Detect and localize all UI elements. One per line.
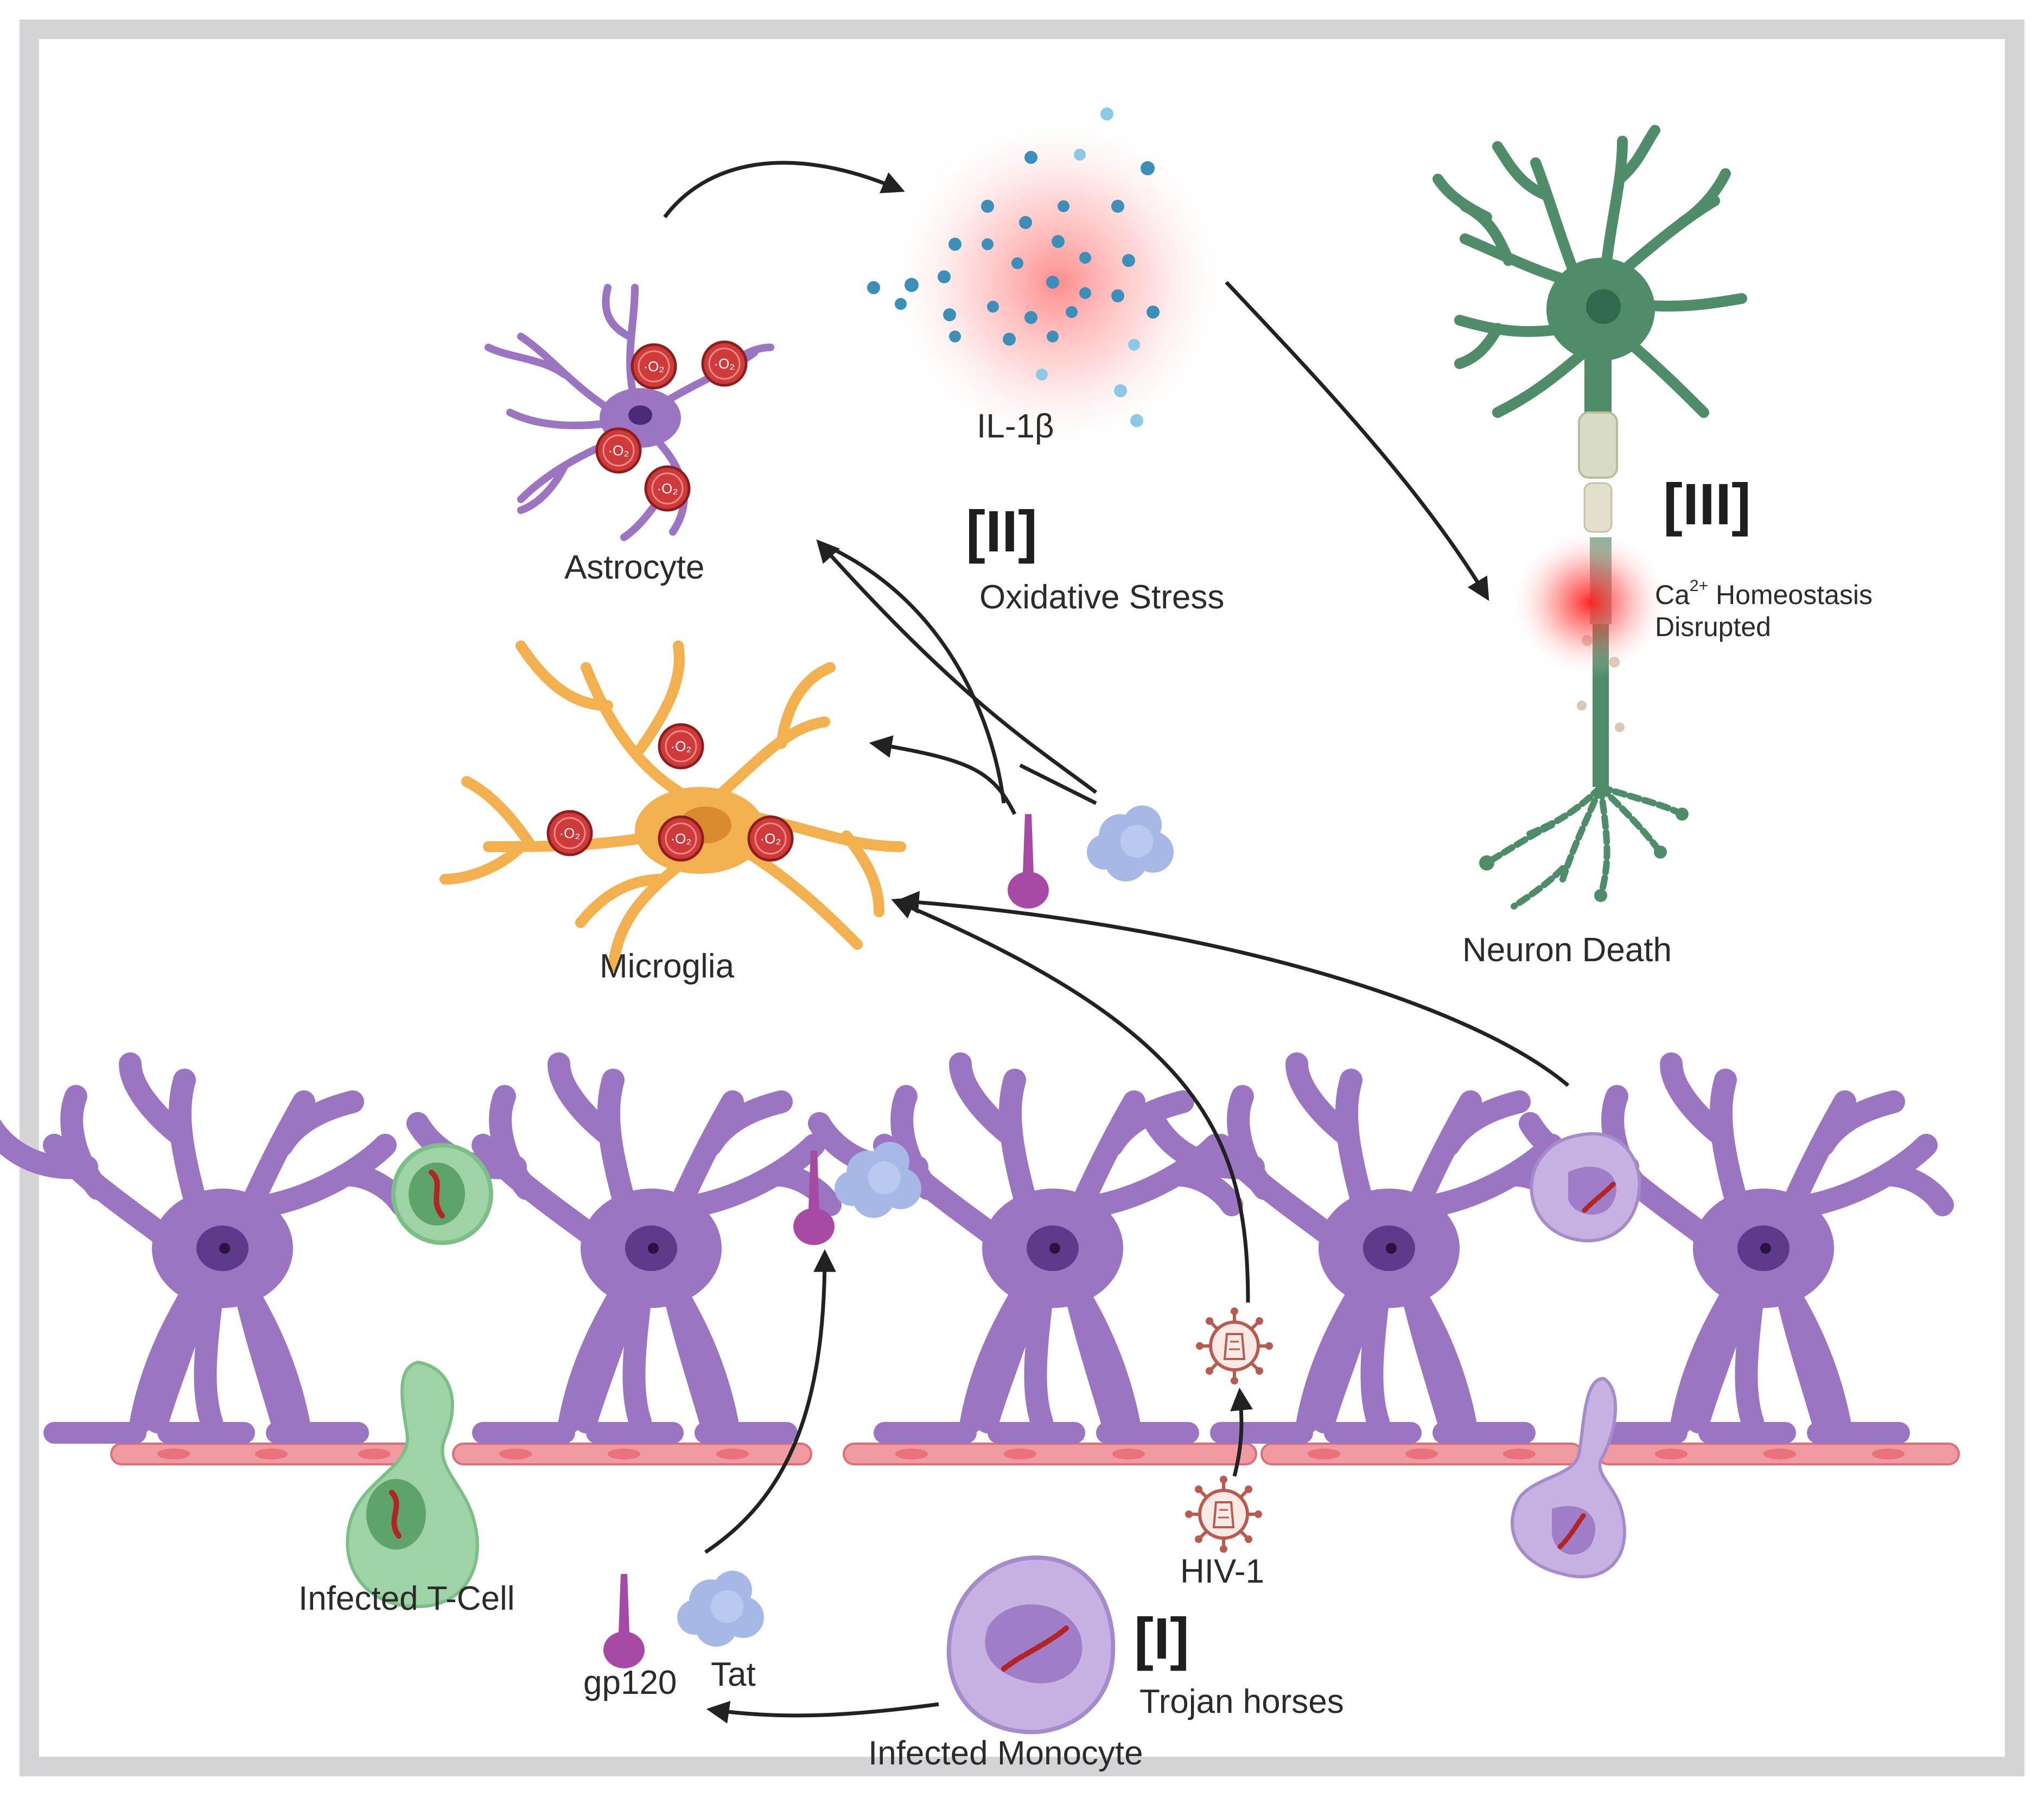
gp120-particle [603,1574,645,1668]
arrow-gp120-to-astrocyte [818,541,1006,804]
disrupted-label: Disrupted [1655,612,1771,642]
tat-protein [677,1571,764,1647]
hiv1-label: HIV-1 [1180,1553,1265,1590]
arrow-tat-gp120-across-bbb [704,1249,836,1554]
superoxide-radical-label: ·O₂ [608,442,629,459]
astrocyte-cell [485,284,774,541]
superoxide-radical-label: ·O₂ [760,830,781,847]
oxidative-stress-label: Oxidative Stress [979,579,1225,616]
superoxide-radical-label: ·O₂ [559,825,581,841]
arrow-hiv-to-microglia [891,897,1250,1303]
step-ii-marker: [II] [966,498,1037,564]
arrow-monocyte-to-microglia [896,891,1570,1087]
arrow-il1b-to-neuron [1225,281,1489,601]
superoxide-radical-label: ·O₂ [657,480,678,497]
infected-tcell-crossing [346,1360,479,1609]
infected-monocyte [946,1555,1116,1735]
superoxide-radical-label: ·O₂ [644,358,665,374]
microglia-cell [440,640,906,971]
superoxide-radical-label: ·O₂ [671,830,692,847]
infected-monocyte-crossing [1511,1376,1626,1578]
calcium-homeostasis-label: Ca2+ Homeostasis [1655,577,1873,610]
arrow-hiv-crossing [1230,1387,1253,1477]
tat-protein-microglia [1087,805,1174,881]
astrocyte-label: Astrocyte [564,549,705,586]
superoxide-radical-label: ·O₂ [671,738,692,754]
arrow-astrocyte-to-il1b [663,161,905,219]
hiv-virion-crossing [1196,1307,1273,1385]
bbb-astrocyte-2 [418,1064,830,1444]
step-iii-marker: [III] [1663,471,1751,537]
trojan-horses-label: Trojan horses [1139,1683,1344,1720]
arrow-gp120-to-microglia [869,735,1017,815]
arrow-tat-to-microglia [1019,763,1097,805]
superoxide-radical-label: ·O₂ [714,355,735,372]
il1b-cytokine-cloud [867,107,1232,456]
infected-monocyte-brain [1530,1132,1641,1243]
bbb-astrocyte-4 [1156,1064,1568,1444]
bbb-astrocyte-1 [0,1064,402,1444]
gp120-particle-microglia [1008,814,1049,909]
hiv-virion-blood [1185,1476,1262,1553]
gp120-label: gp120 [583,1664,677,1701]
arrow-tat-to-astrocyte [816,539,1098,794]
endothelial-layer [110,1443,1960,1465]
step-i-marker: [I] [1134,1605,1189,1671]
infected-tcell-brain [391,1143,493,1245]
calcium-disruption-glow [1508,526,1671,678]
arrows [663,161,1570,1724]
tat-label: Tat [711,1656,756,1693]
infected-tcell-label: Infected T-Cell [298,1580,515,1617]
bbb-astrocyte-3 [819,1064,1232,1444]
microglia-label: Microglia [600,948,735,985]
il1b-label: IL-1β [977,408,1054,445]
neuron-death-label: Neuron Death [1462,931,1672,969]
arrow-monocyte-to-gp120-tat [706,1700,939,1724]
infected-monocyte-label: Infected Monocyte [868,1735,1143,1772]
